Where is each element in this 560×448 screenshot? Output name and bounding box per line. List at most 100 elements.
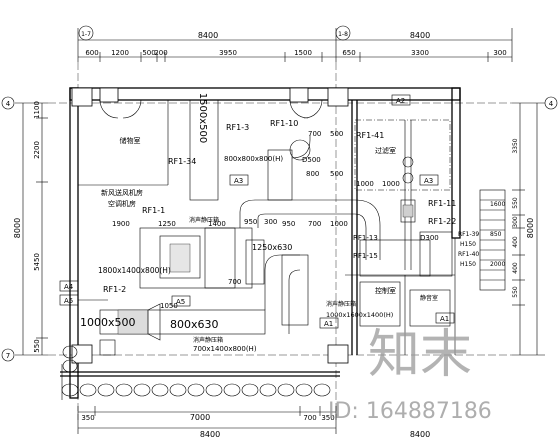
mid-dim: 1050 <box>160 302 178 310</box>
exterior-walls <box>69 87 461 399</box>
mid-dim: 500 <box>330 170 343 178</box>
grid-bubble-top-left <box>78 25 94 41</box>
pipe-fitting <box>402 172 414 184</box>
top-dim-seg: 1200 <box>111 49 129 57</box>
upper-supply-duct-inner <box>257 213 355 228</box>
bottom-dim-seg: 350 <box>81 414 94 422</box>
grid-label-right-top: 4 <box>549 100 554 108</box>
mid-dim: 1000 <box>382 180 400 188</box>
top-dim-seg: 1500 <box>294 49 312 57</box>
right-total-dim: 8000 <box>526 218 535 238</box>
right-dim-seg: 400 <box>512 236 519 248</box>
section-mark-a1: A1 <box>440 315 449 323</box>
mid-dim: 500 <box>330 130 343 138</box>
filter-room-outline <box>354 119 451 191</box>
bottom-dim-seg: 350 <box>321 414 334 422</box>
duct-elbow-2 <box>288 269 301 334</box>
right-muffler-box <box>359 239 431 277</box>
right-dim-seg: 550 <box>512 197 519 209</box>
duct-size-label: 800x630 <box>170 318 219 331</box>
room-name-fan-room-line1: 新风送风机房 <box>101 188 143 197</box>
door-swings <box>99 99 323 119</box>
right-dim-seg: 3350 <box>512 138 519 153</box>
right-lower-box-2 <box>409 289 451 327</box>
top-total-dim-left: 8400 <box>198 31 218 40</box>
upper-supply-duct <box>239 199 355 228</box>
callout-rf1-2: RF1-2 <box>103 285 126 294</box>
left-dim-seg: 1100 <box>33 101 41 119</box>
equipment-size-label: 800x800x800(H) <box>224 155 283 163</box>
structural-columns <box>71 87 349 364</box>
top-dim-seg: 3300 <box>411 49 429 57</box>
section-mark-a2: A2 <box>396 97 405 105</box>
bottom-dimension-lines <box>77 406 337 434</box>
pipe-valve-box <box>400 199 416 223</box>
duct-size-label: 1250x630 <box>252 243 292 252</box>
mid-dim: 300 <box>264 218 277 226</box>
mid-dim: 950 <box>282 220 295 228</box>
right-equipment-box <box>419 231 453 277</box>
grid-label-top-right: 1-8 <box>338 31 348 38</box>
grid-bubble-right-top <box>544 96 558 110</box>
watermark-brand: 知末 <box>368 325 472 385</box>
mid-dim: 700 <box>308 220 321 228</box>
ceiling-duct-stub <box>267 149 293 201</box>
grid-label-left-bottom: 7 <box>6 352 10 360</box>
section-mark-a3: A3 <box>424 177 433 185</box>
left-dim-seg: 2200 <box>33 141 41 159</box>
height-label: H150 <box>460 241 476 248</box>
room-name-fan-room: 新风送风机房 <box>101 188 143 197</box>
right-dim-seg: 300 <box>512 216 519 228</box>
room-name-ahu-room: 空调机房 <box>108 199 136 208</box>
callout-rf1-22: RF1-22 <box>428 217 456 226</box>
callout-rf1-34: RF1-34 <box>168 157 196 166</box>
ahu-outlet-plenum <box>245 239 265 285</box>
small-equipment <box>99 339 116 356</box>
muffler-label: 消声静压箱 <box>189 216 219 224</box>
right-elbow-duct-inner <box>354 213 367 260</box>
top-dim-seg: 650 <box>342 49 355 57</box>
section-mark-a5: A5 <box>176 298 185 306</box>
vertical-riser-duct <box>281 254 309 326</box>
ahu-coil-section <box>204 227 236 289</box>
bottom-total-dim-right: 8400 <box>410 430 430 439</box>
room-name-filter: 过滤室 <box>375 146 396 155</box>
mid-dim: 1400 <box>208 220 226 228</box>
mid-dim: 2000 <box>490 261 505 268</box>
duct-size-label: 1000x500 <box>80 316 136 329</box>
mid-dim: 1000 <box>356 180 374 188</box>
mid-dim: 850 <box>490 231 502 238</box>
right-dim-seg: 400 <box>512 262 519 274</box>
top-dim-seg: 3950 <box>219 49 237 57</box>
grid-label-left-top: 4 <box>6 100 11 108</box>
callout-rf1-39: RF1-39 <box>458 231 479 238</box>
main-air-handling-unit <box>139 227 253 289</box>
callout-rf1-3: RF1-3 <box>226 123 249 132</box>
pipe-fitting <box>402 156 414 168</box>
left-dimension-lines <box>15 102 48 356</box>
callout-rf1-41: RF1-41 <box>356 131 384 140</box>
mid-dim: 1900 <box>112 220 130 228</box>
grid-bubble-top-right <box>335 25 351 41</box>
equipment-size-label: 700x1400x800(H) <box>193 345 257 353</box>
mid-dim: 1600 <box>490 201 505 208</box>
bottom-dim-seg: 700 <box>303 414 316 422</box>
ahu-fan-core <box>169 243 191 273</box>
room-name-storage: 储物室 <box>120 136 141 145</box>
room-name-control: 控制室 <box>375 286 396 295</box>
room-name-silencer: 静音室 <box>420 294 438 302</box>
section-mark-a4: A4 <box>64 283 74 291</box>
mid-dim: 800 <box>306 170 319 178</box>
section-mark-a3: A3 <box>234 177 243 185</box>
vertical-supply-duct <box>189 99 219 201</box>
duct-transition <box>147 303 161 341</box>
base-foundation <box>60 345 340 400</box>
right-dimension-lines <box>512 102 545 356</box>
watermark-id: ID: 164887186 <box>328 399 492 424</box>
grid-bubble-left-top <box>1 96 15 110</box>
mid-dim: 1250 <box>158 220 176 228</box>
section-mark-a1: A1 <box>324 320 333 328</box>
height-label: H150 <box>460 261 476 268</box>
mid-dim: 700 <box>308 130 321 138</box>
